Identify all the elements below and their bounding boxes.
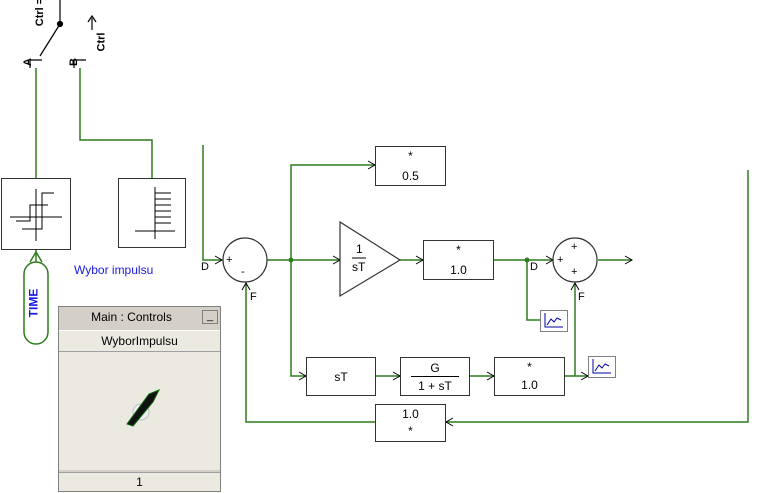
time-source-arrow (29, 250, 43, 263)
gain-top-block[interactable]: * 1.0 (423, 240, 494, 280)
rotary-dial[interactable] (59, 352, 220, 470)
derivative-label: sT (334, 370, 348, 384)
integrator-num: 1 (356, 242, 363, 256)
gain-05-block[interactable]: * 0.5 (375, 146, 446, 186)
gain-mid-value: 1.0 (521, 378, 538, 392)
gain-feedback-block[interactable]: 1.0 * (375, 404, 446, 442)
switch-port-b: B (67, 58, 80, 66)
summer-right-plus-left: + (557, 254, 564, 266)
wire-junctions (288, 257, 530, 263)
step-function-icon (10, 189, 62, 241)
dial-knob-icon (126, 389, 161, 427)
controls-panel-title: Main : Controls (91, 310, 172, 324)
scope-output-2[interactable] (588, 356, 616, 378)
summer-left-d: D (201, 261, 209, 273)
switch-ctrl-right-label: Ctrl (95, 32, 108, 52)
step-function-block[interactable] (1, 178, 71, 250)
summer-left-minus: - (241, 266, 245, 278)
lag-num: G (430, 361, 440, 375)
controls-panel[interactable]: Main : Controls _ WyborImpulsu 1 (58, 306, 221, 492)
summer-left-f: F (250, 291, 257, 303)
gain-mid-op: * (527, 360, 532, 374)
gain-feedback-op: * (408, 424, 413, 438)
switch-ctrl-label: Ctrl = (34, 0, 47, 27)
gain-top-op: * (456, 243, 461, 257)
control-name: WyborImpulsu (59, 330, 220, 352)
scope-icon (592, 359, 611, 374)
switch-symbol (29, 0, 97, 68)
staircase-block[interactable] (118, 178, 186, 248)
summer-right-plus-top: + (571, 241, 578, 253)
gain-05-op: * (408, 149, 413, 163)
scope-output-1[interactable] (540, 310, 568, 332)
summer-right-f: F (578, 291, 585, 303)
gain-top-value: 1.0 (450, 263, 467, 277)
summer-right-plus-bottom: + (571, 266, 578, 278)
gain-05-value: 0.5 (402, 169, 419, 183)
wybor-impulsu-label: Wybor impulsu (74, 263, 154, 277)
integrator-triangle (339, 220, 402, 298)
gain-mid-block[interactable]: * 1.0 (494, 357, 565, 396)
signal-wires (35, 68, 749, 423)
derivative-block[interactable]: sT (306, 357, 376, 396)
minimize-button[interactable]: _ (202, 310, 218, 324)
scope-icon (544, 313, 563, 328)
time-source-label[interactable]: TIME (26, 288, 41, 318)
lag-den: 1 + sT (418, 379, 452, 393)
staircase-icon (135, 187, 175, 239)
summer-right-d: D (530, 261, 538, 273)
control-value: 1 (59, 472, 220, 491)
summers (222, 237, 598, 283)
time-source-body (23, 261, 49, 345)
lag-block[interactable]: G 1 + sT (400, 357, 470, 396)
gain-feedback-value: 1.0 (402, 407, 419, 421)
integrator-den: sT (352, 260, 366, 274)
lag-fraction-bar (411, 376, 459, 377)
switch-port-a: A (21, 58, 34, 66)
summer-left-plus: + (226, 254, 233, 266)
